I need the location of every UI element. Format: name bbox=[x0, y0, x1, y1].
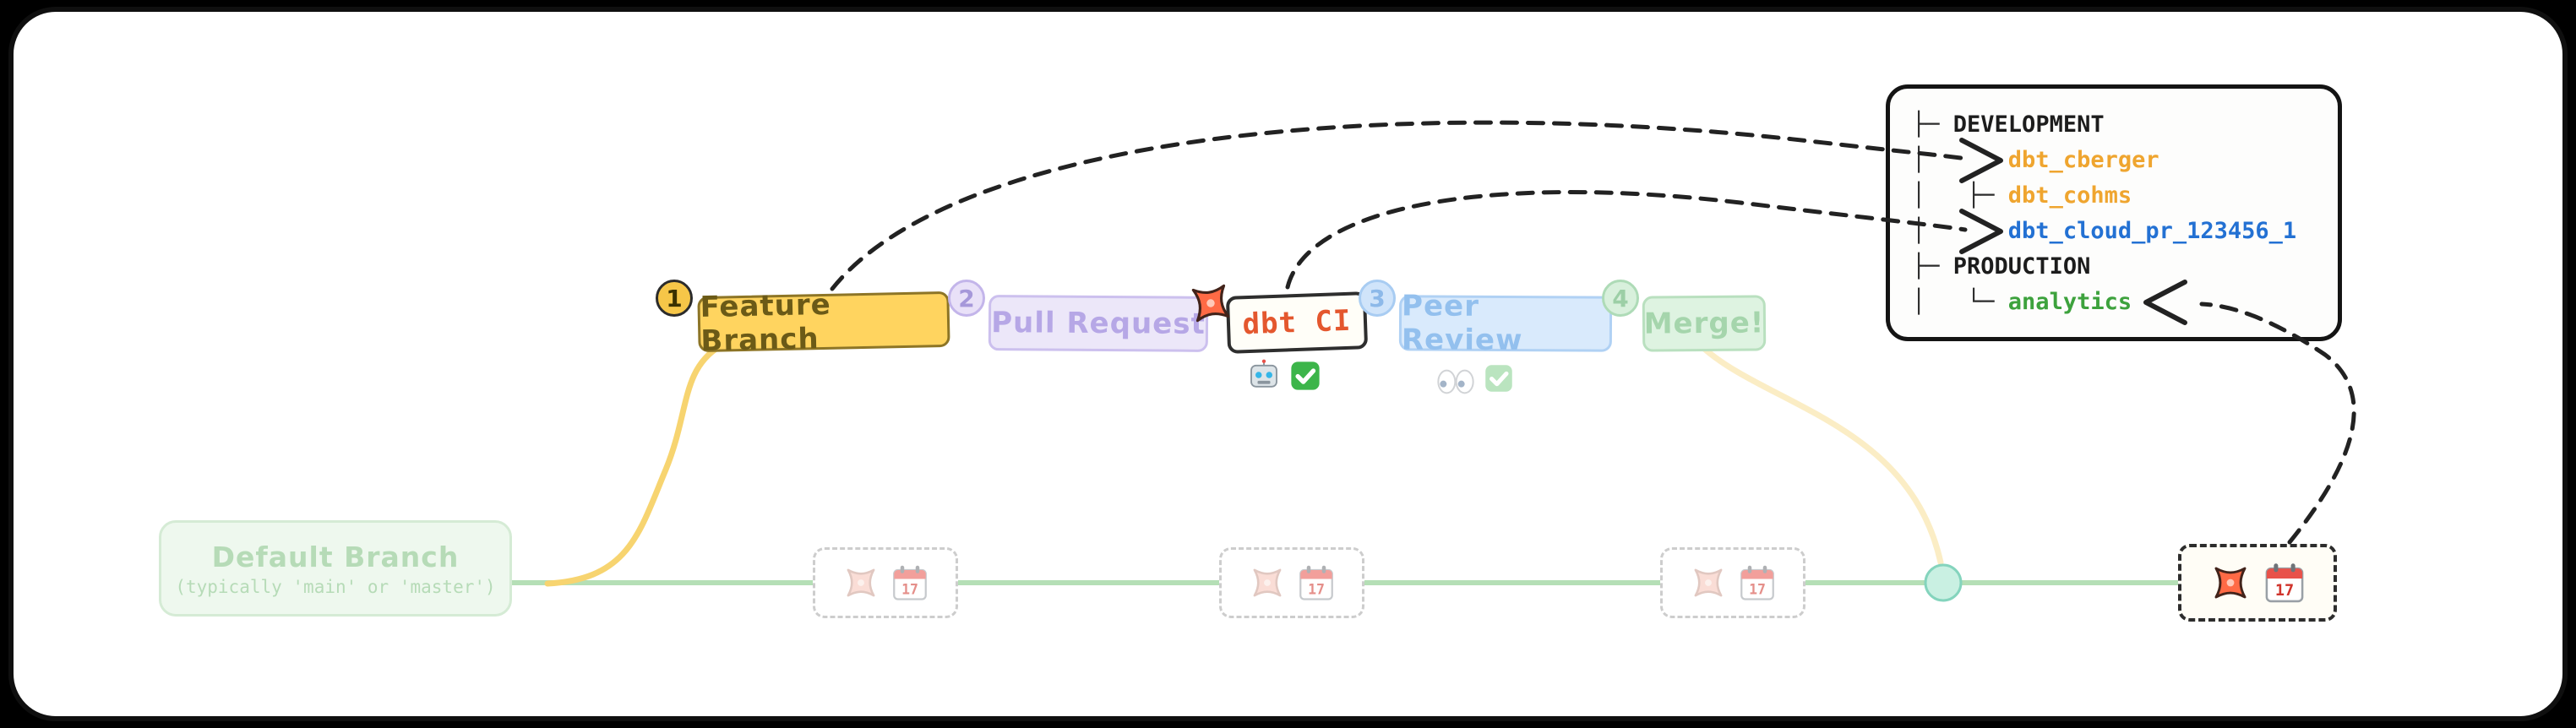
calendar-date: 17 bbox=[2275, 582, 2294, 600]
default-branch-subtitle: (typically 'main' or 'master') bbox=[175, 576, 496, 597]
env-line-analytics: │ └─ analytics bbox=[1912, 285, 2316, 320]
check-icon bbox=[1291, 361, 1320, 390]
calendar-icon: 17 bbox=[893, 565, 927, 600]
step-peer-review-label: Peer Review bbox=[1401, 289, 1523, 358]
env-line-dbt-cloud-pr: │ dbt_cloud_pr_123456_1 bbox=[1912, 214, 2316, 249]
step-feature-branch-label: Feature Branch bbox=[700, 287, 832, 359]
scheduled-run-faded: 17 bbox=[1660, 547, 1805, 618]
dbt-logo-icon bbox=[847, 568, 875, 597]
eyes-icon bbox=[1437, 369, 1474, 394]
step-pull-request-label: Pull Request bbox=[991, 306, 1206, 341]
step-pull-request: Pull Request bbox=[988, 295, 1209, 352]
step-badge-3: 3 bbox=[1359, 280, 1396, 317]
env-label-analytics: analytics bbox=[2007, 289, 2132, 315]
calendar-date: 17 bbox=[901, 582, 918, 598]
dbt-logo-icon bbox=[2214, 567, 2247, 599]
step-merge-label: Merge! bbox=[1643, 306, 1765, 341]
default-branch-title: Default Branch bbox=[211, 540, 460, 573]
default-branch-box: Default Branch (typically 'main' or 'mas… bbox=[159, 520, 512, 617]
env-line-dbt-cohms: │ ├─ dbt_cohms bbox=[1912, 178, 2316, 214]
tree-prefix: │ bbox=[1912, 218, 2008, 244]
env-label-dbt-cohms: dbt_cohms bbox=[2007, 182, 2132, 209]
calendar-icon: 17 bbox=[1299, 565, 1333, 600]
dbt-logo-icon bbox=[1694, 568, 1723, 597]
tree-prefix: │ bbox=[1912, 147, 2008, 173]
env-line-dbt-cberger: │ dbt_cberger bbox=[1912, 143, 2316, 178]
scheduled-run-faded: 17 bbox=[1219, 547, 1364, 618]
tree-prefix: │ ├─ bbox=[1912, 182, 2008, 209]
dbt-logo-icon bbox=[1253, 568, 1282, 597]
step-feature-branch: Feature Branch bbox=[697, 288, 950, 358]
robot-icon bbox=[1250, 359, 1277, 388]
environments-panel: ├─ DEVELOPMENT │ dbt_cberger │ ├─ dbt_co… bbox=[1886, 84, 2342, 341]
step-merge: Merge! bbox=[1642, 295, 1767, 352]
step-peer-review: Peer Review bbox=[1398, 289, 1613, 357]
env-label-dbt-cloud-pr: dbt_cloud_pr_123456_1 bbox=[2007, 218, 2297, 244]
calendar-icon: 17 bbox=[2265, 563, 2304, 603]
step-dbt-ci: dbt CI bbox=[1225, 291, 1369, 354]
env-label-production: PRODUCTION bbox=[1952, 253, 2091, 280]
tree-prefix: ├─ bbox=[1912, 111, 1953, 138]
step-badge-2: 2 bbox=[948, 280, 985, 317]
calendar-date: 17 bbox=[1749, 582, 1766, 598]
check-icon bbox=[1485, 365, 1512, 392]
dbt-logo-icon bbox=[1191, 284, 1230, 323]
env-line-development: ├─ DEVELOPMENT bbox=[1912, 107, 2316, 143]
scheduled-run-faded: 17 bbox=[813, 547, 958, 618]
tree-prefix: ├─ bbox=[1912, 253, 1953, 280]
env-line-production: ├─ PRODUCTION bbox=[1912, 249, 2316, 285]
step-badge-1: 1 bbox=[656, 280, 693, 317]
env-label-development: DEVELOPMENT bbox=[1952, 111, 2105, 138]
tree-prefix: │ └─ bbox=[1912, 289, 2008, 315]
scheduled-run-production: 17 bbox=[2178, 544, 2337, 622]
calendar-date: 17 bbox=[1308, 582, 1325, 598]
calendar-icon: 17 bbox=[1740, 565, 1774, 600]
env-label-dbt-cberger: dbt_cberger bbox=[2007, 147, 2159, 173]
step-badge-4: 4 bbox=[1602, 280, 1639, 317]
step-dbt-ci-label: dbt CI bbox=[1241, 303, 1353, 342]
